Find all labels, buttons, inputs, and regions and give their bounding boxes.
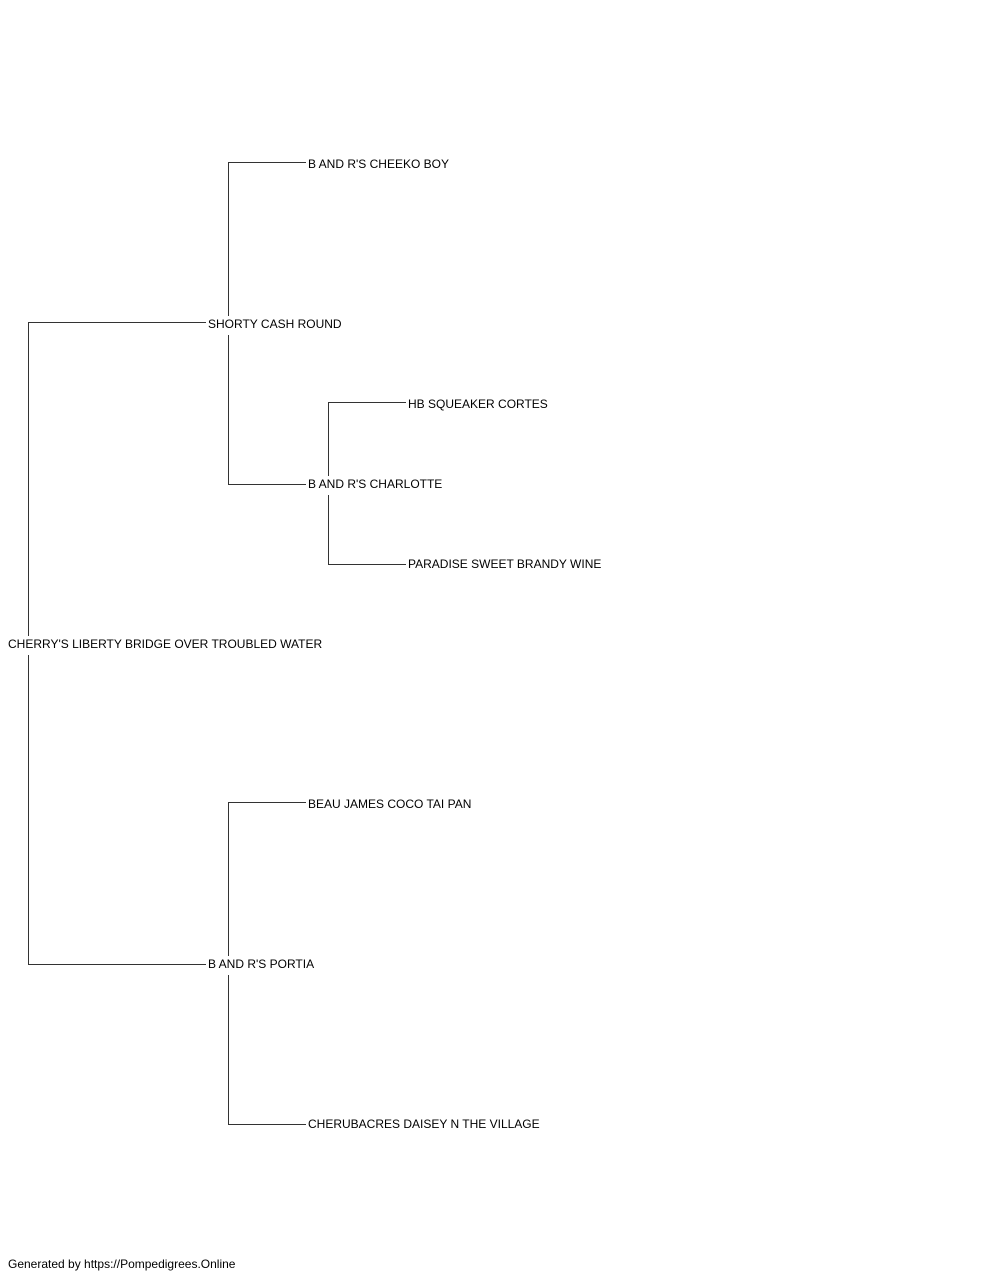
connector-sire-sire [228, 162, 306, 316]
connector-subject-sire [28, 322, 206, 636]
sire-dam-sire-name: HB SQUEAKER CORTES [408, 397, 549, 411]
sire-sire-name: B AND R'S CHEEKO BOY [308, 157, 450, 171]
sire-dam-name: B AND R'S CHARLOTTE [308, 477, 444, 491]
footer-credit: Generated by https://Pompedigrees.Online [8, 1257, 236, 1271]
subject-name: CHERRY'S LIBERTY BRIDGE OVER TROUBLED WA… [8, 637, 324, 651]
sire-name: SHORTY CASH ROUND [208, 317, 343, 331]
dam-dam-name: CHERUBACRES DAISEY N THE VILLAGE [308, 1117, 541, 1131]
connector-dam-sire [228, 802, 306, 956]
connector-sire-dam [228, 335, 306, 485]
dam-name: B AND R'S PORTIA [208, 957, 316, 971]
connector-subject-dam [28, 655, 206, 965]
sire-dam-dam-name: PARADISE SWEET BRANDY WINE [408, 557, 603, 571]
dam-sire-name: BEAU JAMES COCO TAI PAN [308, 797, 473, 811]
connector-dam-dam [228, 975, 306, 1125]
connector-siredam-sire [328, 402, 406, 476]
connector-siredam-dam [328, 495, 406, 565]
